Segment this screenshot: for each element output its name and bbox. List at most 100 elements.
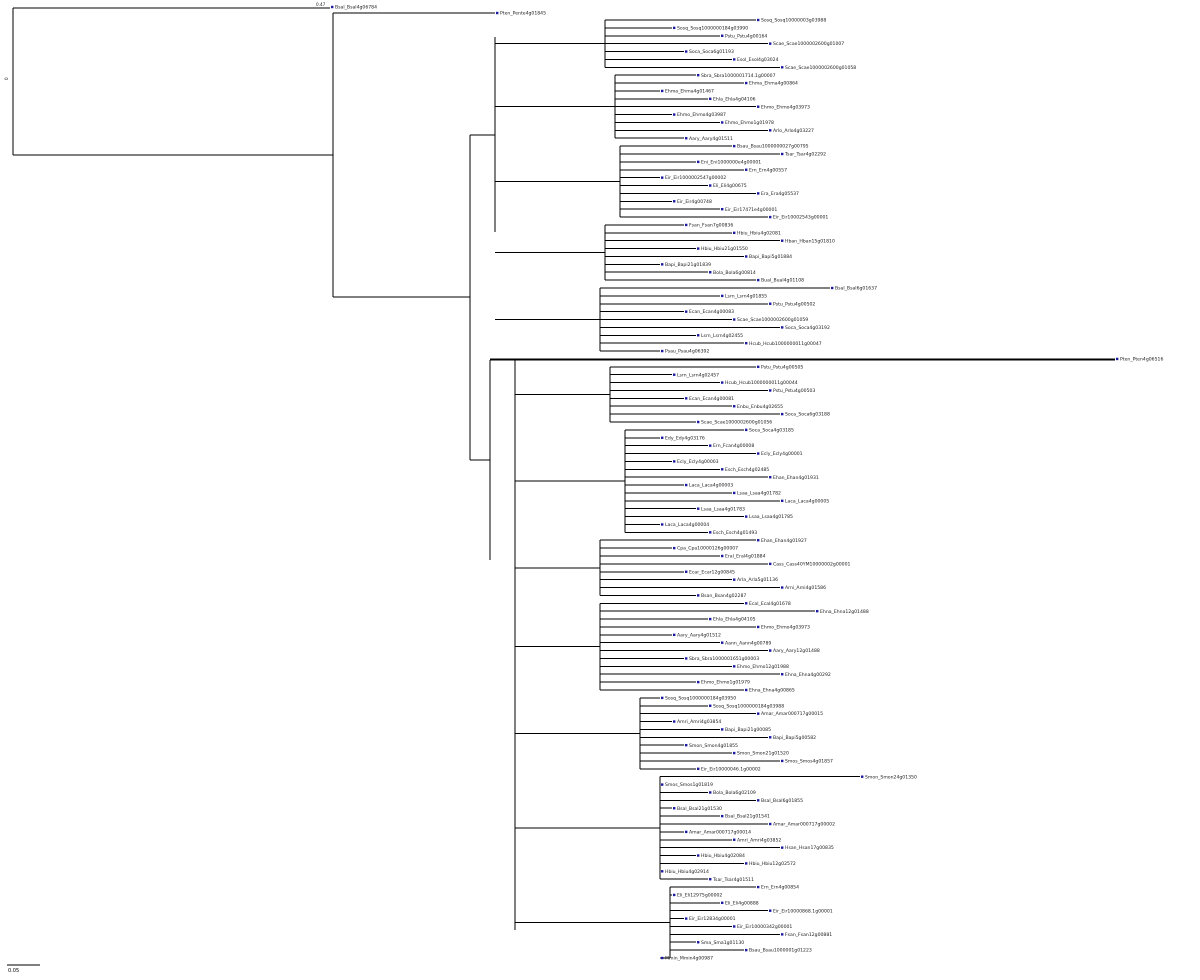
leaf-label: Soca_Soca4g03185 [749,427,794,433]
leaf-label: Sosq_Sosq1000000184g03950 [665,695,736,701]
leaf-label: Scae_Scae1000002600g01007 [773,41,844,47]
leaf-label: Era_Era4g05537 [761,191,799,197]
leaf-marker [661,783,664,786]
leaf-label: Ehma_Ehma4g00864 [749,81,798,87]
leaf-marker [661,263,664,266]
leaf-label: Arlo_Arlo4g03227 [773,128,814,134]
leaf-label: Eir_Eir10000046.1g00002 [701,766,761,772]
leaf-label: Eir_Eir1000002547g00002 [665,175,726,181]
leaf-marker [673,113,676,116]
leaf-marker [709,704,712,707]
leaf-label: Ehla_Ehla4g04106 [713,96,756,102]
leaf-label: Aann_Aann4g00789 [725,640,771,646]
leaf-marker [781,66,784,69]
leaf-marker [673,633,676,637]
leaf-marker [685,830,688,834]
leaf-marker [709,877,712,881]
leaf-label: Cpa_Cpa10000126g00007 [677,546,738,552]
leaf-marker [721,814,724,818]
leaf-label: Hcub_Hcub1000000011g00047 [749,341,822,347]
leaf-label: Pstu_Pstu4g00503 [773,388,815,394]
leaf-label: Ecly_Ecly4g00003 [677,459,719,465]
leaf-label: Scae_Scae1000002600g01059 [737,317,808,323]
leaf-label: Aary_Aary4g01511 [689,136,733,142]
leaf-marker [697,247,700,250]
leaf-label: Bsau_Bsau1000000027g00795 [737,144,809,150]
leaf-marker [721,121,724,124]
leaf-label: Hban_Hban15g01810 [785,238,835,244]
leaf-label: Soca_Soca6g01193 [689,49,734,55]
leaf-label: Bapi_Bapi21g01839 [665,262,711,268]
root-support-label: 0 [4,77,9,80]
leaf-label: Hbiu_Hbiu4g02914 [665,869,709,875]
leaf-label: Lsrn_Lsrn4g01855 [725,293,767,299]
leaf-marker [685,397,688,400]
root-branch-length: 0.47 [316,2,326,7]
leaf-marker [685,657,688,660]
leaf-marker [733,838,736,841]
leaf-marker [769,42,772,45]
leaf-label: Fsan_Fsan7g00836 [689,223,733,229]
leaf-marker [709,184,712,187]
leaf-marker [331,5,334,9]
leaf-marker [781,586,784,589]
leaf-label: Ehna_Ehna12g01488 [820,609,869,615]
leaf-label: Ehmo_Ehmo1g01979 [701,680,750,686]
leaf-label: Hbiu_Hbiu4g02084 [701,853,745,859]
leaf-marker [816,609,819,613]
leaf-label: Sbra_Sbra1000001714.1g00007 [701,73,776,79]
leaf-marker [697,854,700,857]
leaf-marker [769,302,772,305]
leaf-marker [757,452,760,455]
leaf-marker [733,144,736,148]
leaf-marker [733,751,736,755]
leaf-label: Lsrn_Lsrn4g02457 [677,372,719,378]
leaf-label: Soca_Soca6g03188 [785,412,830,418]
leaf-marker [661,89,664,93]
leaf-label: Mmin_Mmin4g00987 [665,956,713,962]
leaf-label: Ern_Fcan4g00008 [713,443,754,449]
leaf-label: Ehmo_Ehmo4g03973 [761,625,810,631]
leaf-marker [757,18,760,22]
leaf-label: Scae_Scae1000002600g01058 [785,65,856,71]
leaf-label: Soca_Soca4g03192 [785,325,830,331]
leaf-marker [721,381,724,384]
leaf-label: Tsar_Tsar4g02292 [784,152,826,158]
leaf-label: Ehmo_Ehmo4g03987 [677,112,726,118]
leaf-marker [757,105,760,108]
leaf-marker [781,673,784,676]
leaf-label: Smon_Smon21g01520 [737,751,789,757]
leaf-label: Laca_Laca4g00004 [665,522,709,528]
leaf-marker [697,507,700,510]
leaf-label: Scae_Scae1000002600g01056 [701,420,772,426]
leaf-label: Laca_Laca4g00003 [689,483,733,489]
leaf-label: Eir_Eir17471e4g00001 [725,207,777,213]
leaf-marker [781,239,784,242]
leaf-label: Smos_Smos4g01857 [785,759,833,765]
leaf-marker [733,665,736,668]
leaf-marker [781,412,784,416]
leaf-label: Pstu_Pstu4g00505 [761,364,803,370]
leaf-marker [697,767,700,771]
leaf-marker [661,349,664,353]
leaf-marker [709,97,712,101]
leaf-label: Bsal_Bsal21g01530 [677,806,722,812]
leaf-marker [769,822,772,826]
tree-labels: Bsal_Bsal4g06784Pten_Pente4g01845Sosq_So… [331,5,1163,962]
leaf-label: Smon_Smon24g01350 [865,774,917,780]
leaf-label: Sosq_Sosq1000000184g03988 [713,703,784,709]
leaf-label: Esch_Esch4g01493 [713,530,757,536]
leaf-label: Smos_Smos1g01819 [665,782,713,788]
leaf-marker [709,617,712,621]
leaf-label: Bapi_Bapi5g01884 [749,254,792,260]
leaf-label: Psau_Psau4g06392 [665,349,709,355]
leaf-marker [733,578,736,581]
leaf-label: Ecan_Ecan4g00083 [689,309,734,315]
leaf-marker [745,341,748,345]
leaf-marker [781,933,784,936]
leaf-marker [721,728,724,731]
leaf-marker [685,137,688,140]
leaf-marker [745,948,748,952]
leaf-label: Ehla_Ehla4g04105 [713,617,756,623]
leaf-label: Bapi_Bapi21g00085 [725,727,771,733]
